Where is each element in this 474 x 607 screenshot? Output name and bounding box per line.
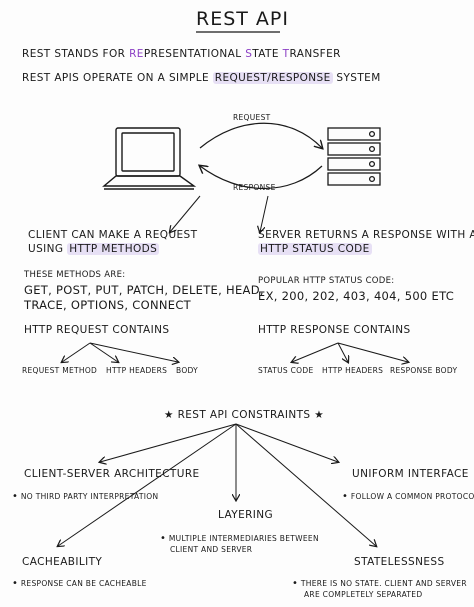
client-request-line: CLIENT CAN MAKE A REQUEST [28, 229, 198, 241]
constraint-statelessness-note-line-2: ARE COMPLETELY SEPARATED [304, 590, 423, 599]
server-status-line: HTTP STATUS CODE [258, 243, 372, 255]
constraint-statelessness-note: • THERE IS NO STATE. CLIENT AND SERVER [292, 578, 467, 589]
constraint-layering: LAYERING [218, 509, 274, 521]
bullet-icon: • [160, 533, 167, 544]
request-item-body: BODY [176, 366, 199, 375]
constraint-cacheability-note: • RESPONSE CAN BE CACHEABLE [12, 578, 147, 589]
page-title: REST API [196, 8, 289, 30]
star-icon: ★ [314, 409, 325, 421]
constraints-heading-row: ★ REST API CONSTRAINTS ★ [164, 409, 324, 421]
request-label: REQUEST [233, 113, 271, 122]
http-methods-highlight: HTTP METHODS [67, 243, 160, 255]
intro-accent-letters: T [282, 48, 290, 60]
intro-highlight: REQUEST/RESPONSE [212, 72, 333, 84]
constraint-client-server-note: • NO THIRD PARTY INTERPRETATION [12, 491, 158, 502]
intro-text: SYSTEM [332, 72, 381, 84]
constraints-heading: REST API CONSTRAINTS [177, 409, 311, 421]
intro-line-1: REST STANDS FOR REPRESENTATIONAL STATE T… [22, 48, 341, 60]
http-status-code-highlight: HTTP STATUS CODE [258, 243, 372, 255]
constraint-uniform-interface-note: • FOLLOW A COMMON PROTOCOL [342, 491, 474, 502]
response-arrow [200, 166, 323, 190]
intro-text: RANSFER [289, 48, 341, 60]
status-codes-heading: POPULAR HTTP STATUS CODE: [258, 276, 395, 286]
intro-text: REST STANDS FOR [22, 48, 130, 60]
intro-accent-letters: RE [129, 48, 144, 60]
note-text: THERE IS NO STATE. CLIENT AND SERVER [300, 579, 467, 588]
note-text: RESPONSE CAN BE CACHEABLE [20, 579, 147, 588]
note-text: MULTIPLE INTERMEDIARIES BETWEEN [168, 534, 319, 543]
bullet-icon: • [12, 578, 19, 589]
constraint-uniform-interface: UNIFORM INTERFACE [352, 468, 469, 480]
request-item-headers: HTTP HEADERS [106, 366, 168, 375]
response-contains-heading: HTTP RESPONSE CONTAINS [258, 324, 411, 336]
note-text: NO THIRD PARTY INTERPRETATION [20, 492, 159, 501]
bullet-icon: • [292, 578, 299, 589]
response-item-body: RESPONSE BODY [390, 366, 458, 375]
intro-line-2: REST APIS OPERATE ON A SIMPLE REQUEST/RE… [22, 72, 381, 84]
response-contains-branches [292, 342, 408, 362]
client-pointer-arrow [170, 195, 201, 232]
intro-text: TATE [252, 48, 283, 60]
bullet-icon: • [12, 491, 19, 502]
methods-list-line-1: GET, POST, PUT, PATCH, DELETE, HEAD, [24, 283, 264, 297]
request-contains-heading: HTTP REQUEST CONTAINS [24, 324, 170, 336]
constraints-branches [58, 423, 376, 546]
client-text: USING [28, 243, 68, 255]
constraint-statelessness: STATELESSNESS [354, 556, 445, 568]
intro-accent-letters: S [245, 48, 253, 60]
response-item-status-code: STATUS CODE [258, 366, 314, 375]
request-contains-branches [62, 342, 178, 362]
request-item-method: REQUEST METHOD [22, 366, 98, 375]
constraint-layering-note-line-2: CLIENT AND SERVER [170, 545, 253, 554]
constraint-client-server: CLIENT-SERVER ARCHITECTURE [24, 468, 200, 480]
intro-text: REST APIS OPERATE ON A SIMPLE [22, 72, 213, 84]
client-methods-line: USING HTTP METHODS [28, 243, 160, 255]
star-icon: ★ [164, 409, 174, 421]
methods-heading: THESE METHODS ARE: [24, 270, 126, 280]
constraint-cacheability: CACHEABILITY [22, 556, 103, 568]
response-item-headers: HTTP HEADERS [322, 366, 384, 375]
laptop-icon [102, 127, 197, 190]
request-arrow [199, 122, 322, 148]
status-codes-line: EX, 200, 202, 403, 404, 500 ETC [258, 289, 455, 303]
server-pointer-arrow [260, 195, 269, 232]
constraint-layering-note: • MULTIPLE INTERMEDIARIES BETWEEN [160, 533, 319, 544]
methods-list-line-2: TRACE, OPTIONS, CONNECT [24, 298, 191, 312]
note-text: FOLLOW A COMMON PROTOCOL [350, 492, 474, 501]
server-rack-icon [327, 127, 381, 186]
response-label: RESPONSE [233, 183, 276, 192]
intro-text: PRESENTATIONAL [143, 48, 246, 60]
bullet-icon: • [342, 491, 349, 502]
server-response-line: SERVER RETURNS A RESPONSE WITH AN [258, 229, 474, 241]
